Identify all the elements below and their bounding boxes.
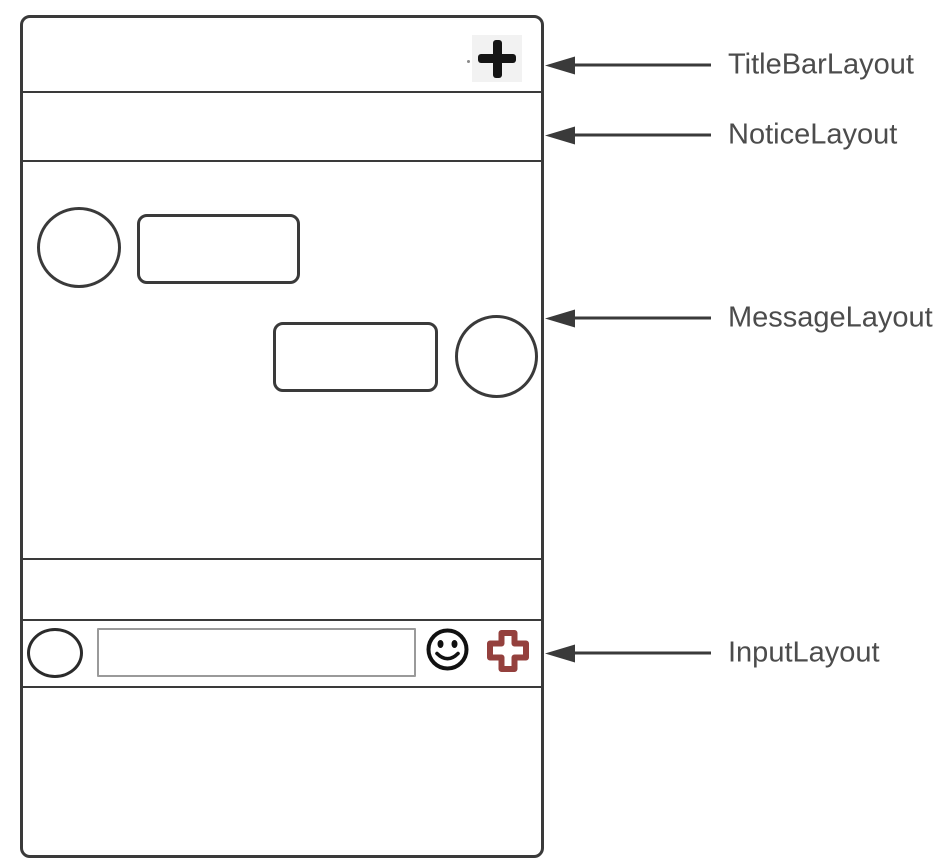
arrow-left-icon <box>545 644 575 662</box>
outgoing-avatar <box>455 315 538 398</box>
emoji-button[interactable] <box>425 627 470 672</box>
gap-section <box>23 560 541 621</box>
outgoing-message-bubble <box>273 322 438 392</box>
input-layout-section <box>23 621 541 688</box>
annotation-notice: NoticeLayout <box>545 119 897 152</box>
annotation-message: MessageLayout <box>545 302 933 335</box>
incoming-avatar <box>37 207 121 288</box>
annotation-label-message: MessageLayout <box>728 301 933 334</box>
smiley-icon <box>426 628 469 671</box>
arrow-line <box>575 316 711 320</box>
arrow-left-icon <box>545 126 575 144</box>
add-button[interactable] <box>472 35 522 82</box>
message-input[interactable] <box>97 628 416 677</box>
annotation-input: InputLayout <box>545 637 880 670</box>
annotation-label-notice: NoticeLayout <box>728 118 898 151</box>
voice-button[interactable] <box>27 628 83 678</box>
cross-icon <box>487 630 529 672</box>
annotation-label-titlebar: TitleBarLayout <box>728 48 914 81</box>
more-button[interactable] <box>485 629 531 673</box>
bottom-section <box>23 688 541 853</box>
arrow-left-icon <box>545 56 575 74</box>
arrow-line <box>575 133 711 137</box>
phone-frame <box>20 15 544 858</box>
arrow-line <box>575 63 711 67</box>
notice-layout-section <box>23 93 541 162</box>
arrow-line <box>575 651 711 655</box>
dot-artifact <box>467 60 470 63</box>
message-layout-section <box>23 162 541 560</box>
plus-icon <box>492 39 502 78</box>
arrow-left-icon <box>545 309 575 327</box>
annotation-titlebar: TitleBarLayout <box>545 49 914 82</box>
incoming-message-bubble <box>137 214 300 284</box>
annotation-label-input: InputLayout <box>728 636 880 669</box>
titlebar-layout-section <box>23 18 541 93</box>
